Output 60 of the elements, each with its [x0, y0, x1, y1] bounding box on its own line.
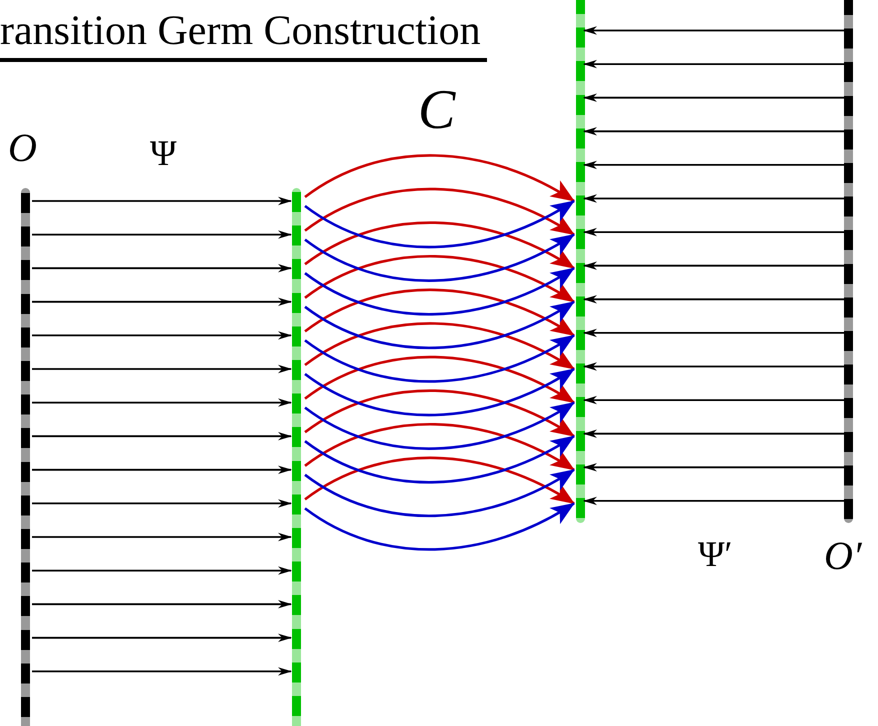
arrow [304, 401, 575, 450]
arrow [583, 430, 846, 438]
arrow [32, 600, 292, 608]
arrow [32, 466, 292, 474]
arrow [304, 267, 575, 316]
arrow [304, 423, 575, 471]
dashed-bar [844, 0, 853, 523]
arrow [304, 356, 575, 404]
arrow [304, 468, 575, 518]
arrow [583, 328, 846, 338]
arrow [583, 160, 846, 170]
arrow [583, 194, 846, 203]
arrow [32, 667, 292, 676]
arrow [583, 60, 846, 68]
arrow [32, 298, 292, 306]
arrow [304, 334, 575, 383]
arrow [583, 262, 846, 270]
arrow [304, 288, 575, 337]
arrow [583, 26, 846, 35]
arrow [304, 154, 575, 202]
math-label: C [418, 82, 456, 138]
arrow [32, 532, 292, 542]
arrow [32, 432, 292, 440]
arrow [583, 463, 846, 472]
arrow [583, 94, 846, 102]
arrow [304, 456, 575, 505]
arrow [304, 221, 575, 270]
arrow [32, 499, 292, 508]
arrow [304, 200, 575, 248]
arrow [304, 233, 575, 282]
arrow [304, 389, 575, 438]
arrow [304, 188, 575, 236]
arrow [304, 435, 575, 484]
arrow [32, 364, 292, 374]
arrow [583, 295, 846, 304]
arrow [32, 566, 292, 575]
arrow [304, 368, 575, 416]
arrow [304, 502, 575, 551]
dashed-bar [576, 0, 585, 523]
arrow [583, 396, 846, 404]
arrow [304, 255, 575, 303]
math-label: Ψ′ [698, 536, 732, 572]
dashed-bar [292, 188, 301, 726]
bar-label: O′ [824, 536, 862, 576]
arrow [32, 196, 292, 206]
arrow [583, 127, 846, 136]
arrow [32, 264, 292, 272]
arrow [583, 228, 846, 236]
arrow [32, 230, 292, 239]
arrow [583, 362, 846, 371]
math-label: Ψ [150, 135, 177, 171]
arrow [583, 496, 846, 506]
dashed-bar [21, 188, 30, 726]
arrow [32, 634, 292, 642]
arrow [32, 398, 292, 407]
arrow [304, 300, 575, 350]
bar-label: O [8, 128, 37, 168]
arrow [32, 331, 292, 340]
arrow [304, 322, 575, 370]
slide-title: ransition Germ Construction [0, 8, 487, 62]
